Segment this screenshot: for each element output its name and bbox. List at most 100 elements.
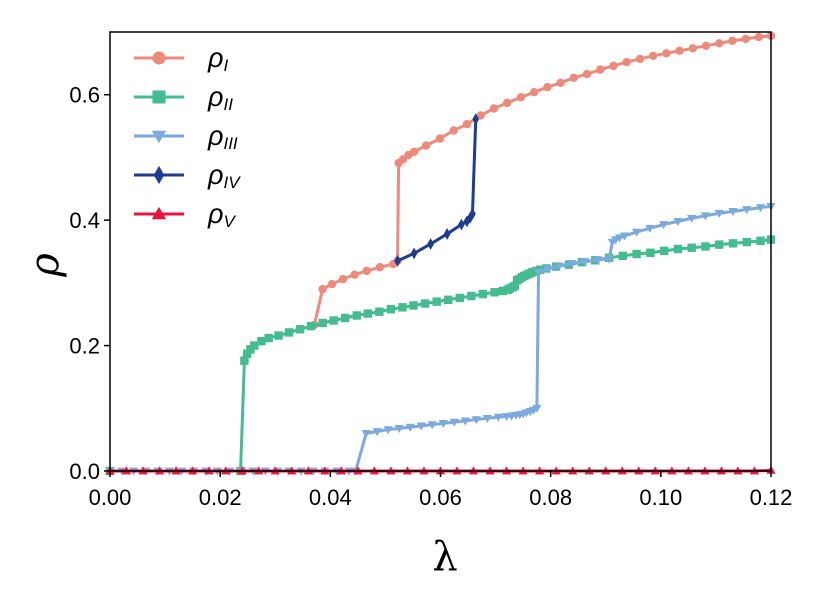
data-point bbox=[476, 111, 485, 120]
legend-item-i: ρI bbox=[134, 43, 228, 75]
data-point bbox=[458, 218, 465, 231]
data-point bbox=[394, 255, 401, 267]
data-point bbox=[467, 291, 476, 301]
legend-marker bbox=[151, 130, 167, 144]
data-point bbox=[240, 356, 249, 365]
x-tick-label: 0.00 bbox=[89, 485, 132, 510]
data-point bbox=[352, 311, 361, 320]
data-point bbox=[700, 212, 711, 221]
data-point bbox=[510, 281, 520, 291]
data-point bbox=[742, 237, 751, 247]
data-point bbox=[493, 413, 503, 422]
data-point bbox=[405, 423, 415, 432]
data-point bbox=[394, 424, 404, 433]
data-point bbox=[455, 293, 464, 303]
data-point bbox=[529, 88, 539, 97]
x-tick-label: 0.04 bbox=[309, 485, 352, 510]
data-point bbox=[478, 289, 488, 299]
data-point bbox=[250, 341, 259, 350]
data-point bbox=[593, 256, 603, 265]
data-point bbox=[350, 270, 359, 279]
data-point bbox=[264, 333, 273, 343]
data-point bbox=[635, 54, 645, 64]
data-point bbox=[755, 204, 766, 213]
data-point bbox=[673, 244, 683, 254]
data-point bbox=[756, 236, 765, 246]
data-point bbox=[327, 279, 337, 289]
y-tick-label: 0.0 bbox=[69, 459, 100, 484]
data-point bbox=[361, 430, 371, 438]
data-point bbox=[622, 57, 631, 67]
data-point bbox=[421, 141, 431, 150]
data-point bbox=[543, 265, 553, 274]
data-point bbox=[242, 349, 252, 358]
data-point bbox=[687, 214, 697, 223]
data-point bbox=[728, 239, 738, 248]
data-point bbox=[443, 228, 451, 240]
data-point bbox=[460, 417, 470, 426]
x-axis-label: λ bbox=[432, 534, 457, 580]
data-point bbox=[462, 119, 472, 129]
data-point bbox=[274, 331, 283, 340]
data-point bbox=[420, 299, 430, 308]
legend-label: ρIII bbox=[207, 121, 238, 153]
x-tick-label: 0.08 bbox=[529, 485, 572, 510]
data-point bbox=[362, 266, 371, 276]
data-point bbox=[372, 428, 382, 437]
legend: ρI ρII ρIII ρIV ρV bbox=[134, 43, 241, 231]
data-point bbox=[490, 288, 499, 297]
data-point bbox=[728, 208, 738, 216]
data-point bbox=[375, 262, 385, 272]
data-point bbox=[516, 93, 526, 102]
data-point bbox=[502, 98, 512, 108]
data-point bbox=[701, 41, 711, 50]
data-point bbox=[632, 249, 641, 259]
data-point bbox=[715, 39, 724, 48]
data-point bbox=[631, 228, 642, 237]
x-tick-label: 0.12 bbox=[750, 485, 793, 510]
data-point bbox=[741, 34, 750, 44]
data-point bbox=[318, 284, 327, 294]
data-point bbox=[566, 260, 577, 269]
legend-label: ρII bbox=[207, 82, 233, 114]
legend-item-ii: ρII bbox=[134, 82, 233, 114]
data-point bbox=[543, 82, 552, 92]
x-tick-label: 0.06 bbox=[419, 485, 462, 510]
data-point bbox=[619, 232, 630, 241]
data-point bbox=[432, 297, 441, 306]
data-point bbox=[489, 104, 499, 113]
legend-label: ρIV bbox=[207, 160, 241, 192]
data-point bbox=[533, 268, 544, 277]
data-point bbox=[662, 49, 671, 58]
data-point bbox=[341, 313, 350, 323]
data-point bbox=[363, 309, 372, 318]
data-point bbox=[580, 258, 590, 267]
data-point bbox=[386, 304, 396, 314]
data-point bbox=[416, 422, 426, 431]
data-point bbox=[410, 247, 418, 260]
series-iv bbox=[394, 113, 480, 267]
data-point bbox=[449, 418, 459, 427]
data-point bbox=[383, 426, 393, 435]
data-point bbox=[444, 295, 453, 304]
legend-item-iv: ρIV bbox=[134, 160, 241, 192]
y-tick-label: 0.2 bbox=[69, 334, 100, 359]
data-point bbox=[658, 221, 669, 230]
data-point bbox=[675, 46, 684, 56]
legend-item-v: ρV bbox=[134, 199, 236, 231]
data-point bbox=[714, 209, 724, 218]
legend-marker bbox=[153, 165, 165, 185]
y-axis-label: ρ bbox=[22, 253, 68, 278]
data-point bbox=[646, 248, 655, 257]
data-point bbox=[409, 301, 418, 310]
data-point bbox=[318, 318, 327, 328]
data-point bbox=[427, 238, 434, 250]
y-tick-label: 0.4 bbox=[69, 208, 100, 233]
data-point bbox=[449, 126, 458, 135]
series-line bbox=[312, 34, 772, 326]
data-point bbox=[554, 262, 564, 271]
data-point bbox=[295, 325, 305, 334]
data-point bbox=[284, 328, 294, 337]
